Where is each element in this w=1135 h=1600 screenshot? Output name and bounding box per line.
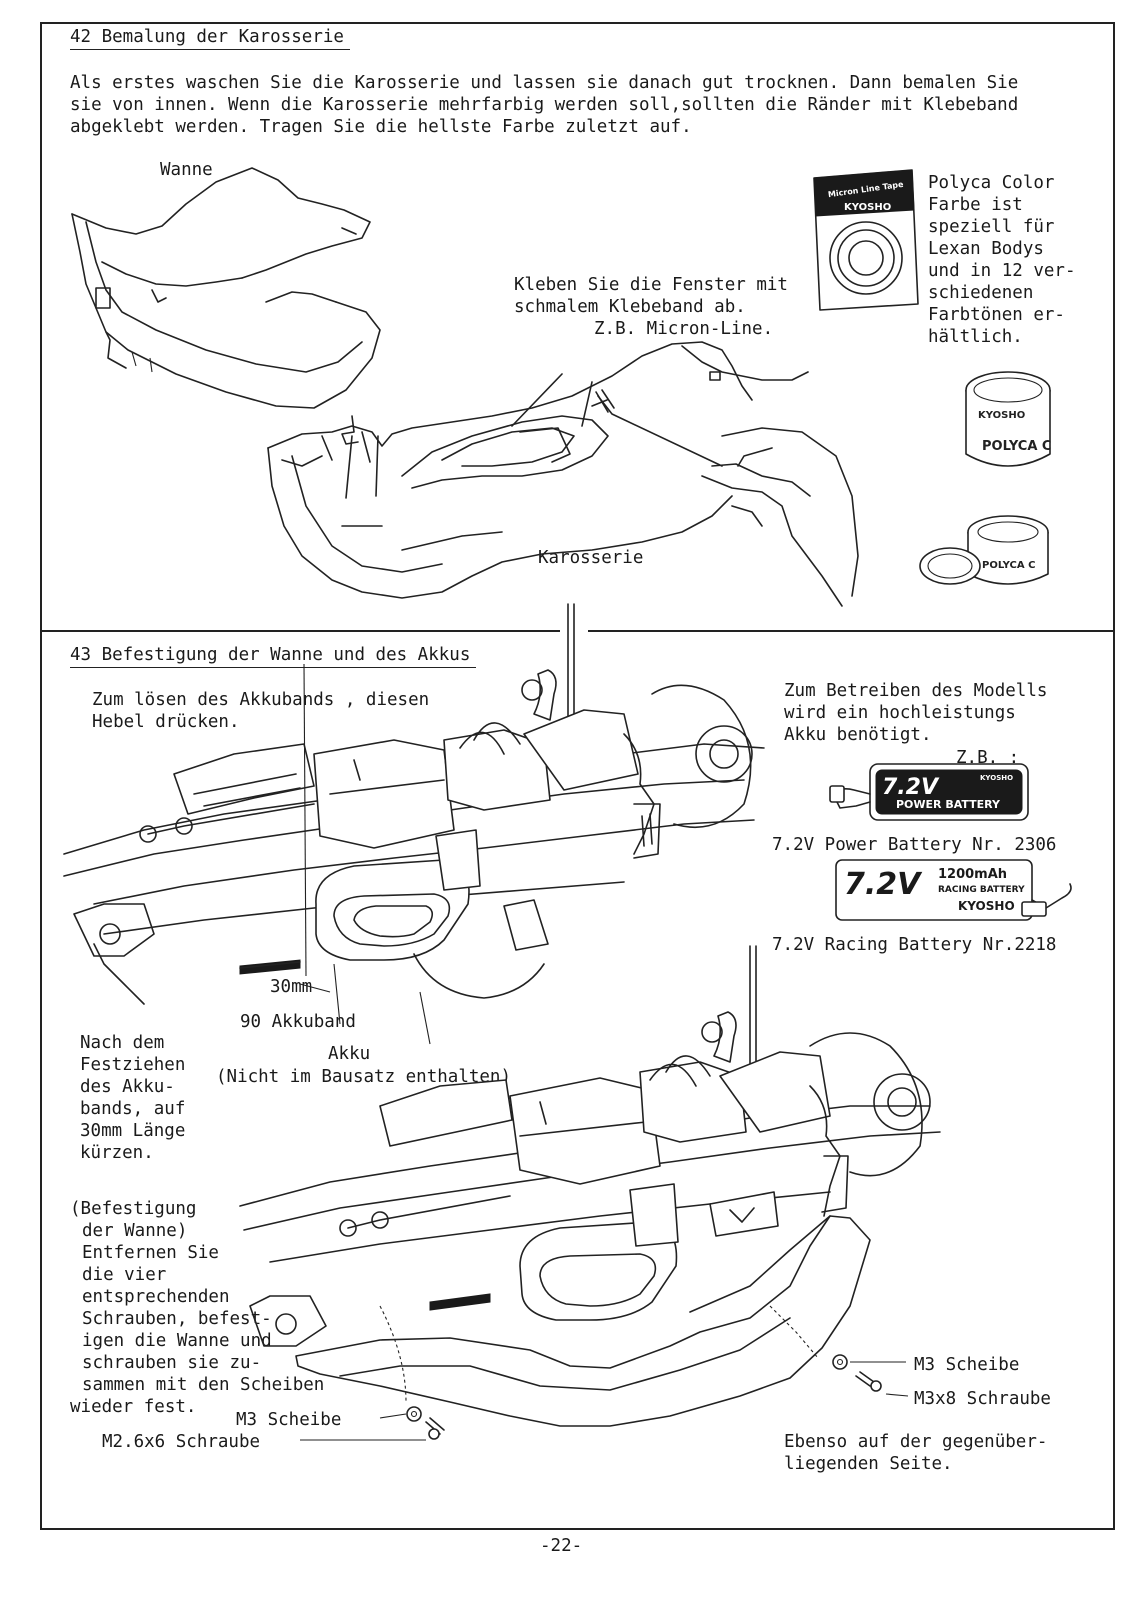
zb-label: Z.B. :	[956, 748, 1020, 768]
tape-instruction-1: Kleben Sie die Fenster mit	[514, 275, 788, 295]
battery-need-1: Zum Betreiben des Modells	[784, 681, 1048, 701]
tape-instruction-3: Z.B. Micron-Line.	[594, 319, 774, 339]
intro-line-1: Als erstes waschen Sie die Karosserie un…	[70, 73, 1019, 93]
label-m26x6-schraube: M2.6x6 Schraube	[102, 1432, 261, 1452]
section-42-heading: 42 Bemalung der Karosserie	[70, 26, 350, 50]
page-frame	[40, 22, 1115, 1530]
trim-text-2: Festziehen	[80, 1055, 186, 1075]
tray-text-1: (Befestigung	[70, 1199, 197, 1219]
polyca-text-5: und in 12 ver-	[928, 261, 1076, 281]
page-number: -22-	[540, 1536, 583, 1556]
polyca-text-8: hältlich.	[928, 327, 1023, 347]
racing-battery-type: RACING BATTERY	[938, 885, 1025, 895]
label-m3-scheibe-right: M3 Scheibe	[914, 1355, 1020, 1375]
tape-brand-text: KYOSHO	[844, 202, 891, 213]
trim-text-4: bands, auf	[80, 1099, 186, 1119]
chassis-battery-illustration	[64, 604, 780, 1014]
section-divider	[588, 630, 1115, 632]
lever-text-2: Hebel drücken.	[92, 712, 240, 732]
racing-battery-brand: KYOSHO	[958, 899, 1015, 913]
power-battery-type: POWER BATTERY	[896, 798, 1001, 811]
trim-text-5: 30mm Länge	[80, 1121, 186, 1141]
polyca-text-1: Polyca Color	[928, 173, 1055, 193]
label-m3-scheibe-left: M3 Scheibe	[236, 1410, 342, 1430]
tape-instruction-2: schmalem Klebeband ab.	[514, 297, 746, 317]
micron-line-tape-product: Micron Line Tape KYOSHO	[806, 164, 922, 312]
wanne-illustration	[66, 162, 386, 422]
other-side-2: liegenden Seite.	[784, 1454, 953, 1474]
polyca-text-3: speziell für	[928, 217, 1055, 237]
tray-text-3: Entfernen Sie	[82, 1243, 219, 1263]
lever-text-1: Zum lösen des Akkubands , diesen	[92, 690, 430, 710]
jar-brand-text: KYOSHO	[978, 410, 1025, 421]
section-43-heading: 43 Befestigung der Wanne und des Akkus	[70, 644, 477, 668]
tray-text-2: der Wanne)	[82, 1221, 188, 1241]
trim-text-3: des Akku-	[80, 1077, 175, 1097]
jar2-name-text: POLYCA C	[982, 560, 1035, 571]
label-wanne: Wanne	[160, 160, 213, 180]
intro-line-3: abgeklebt werden. Tragen Sie die hellste…	[70, 117, 692, 137]
other-side-1: Ebenso auf der gegenüber-	[784, 1432, 1048, 1452]
tray-text-5: entsprechenden	[82, 1287, 230, 1307]
tray-text-8: schrauben sie zu-	[82, 1353, 262, 1373]
tray-text-9: sammen mit den Scheiben	[82, 1375, 325, 1395]
label-m3x8-schraube: M3x8 Schraube	[914, 1389, 1051, 1409]
power-battery-brand: KYOSHO	[980, 774, 1013, 782]
label-akku: Akku	[328, 1044, 371, 1064]
karosserie-illustration	[262, 336, 862, 626]
racing-battery-pack: 7.2V 1200mAh RACING BATTERY KYOSHO	[834, 856, 1078, 926]
battery-need-3: Akku benötigt.	[784, 725, 932, 745]
polyca-text-4: Lexan Bodys	[928, 239, 1044, 259]
section-divider	[40, 630, 560, 632]
label-akkuband: 90 Akkuband	[240, 1012, 356, 1032]
power-battery-voltage: 7.2V	[882, 775, 940, 800]
tray-text-4: die vier	[82, 1265, 167, 1285]
jar-name-text: POLYCA C	[982, 439, 1051, 454]
racing-battery-capacity: 1200mAh	[938, 867, 1007, 882]
label-30mm: 30mm	[270, 977, 313, 997]
trim-text-6: kürzen.	[80, 1143, 154, 1163]
racing-battery-voltage: 7.2V	[844, 867, 923, 902]
chassis-tray-illustration	[230, 946, 980, 1446]
trim-text-1: Nach dem	[80, 1033, 165, 1053]
polyca-text-2: Farbe ist	[928, 195, 1023, 215]
polyca-text-7: Farbtönen er-	[928, 305, 1065, 325]
battery-need-2: wird ein hochleistungs	[784, 703, 1016, 723]
racing-battery-label: 7.2V Racing Battery Nr.2218	[772, 935, 1057, 955]
intro-line-2: sie von innen. Wenn die Karosserie mehrf…	[70, 95, 1019, 115]
polyca-text-6: schiedenen	[928, 283, 1034, 303]
power-battery-label: 7.2V Power Battery Nr. 2306	[772, 835, 1057, 855]
power-battery-pack: 7.2V KYOSHO POWER BATTERY	[826, 760, 1032, 828]
polyca-paint-jars: KYOSHO POLYCA C POLYCA C	[916, 362, 1051, 590]
tray-text-10: wieder fest.	[70, 1397, 197, 1417]
